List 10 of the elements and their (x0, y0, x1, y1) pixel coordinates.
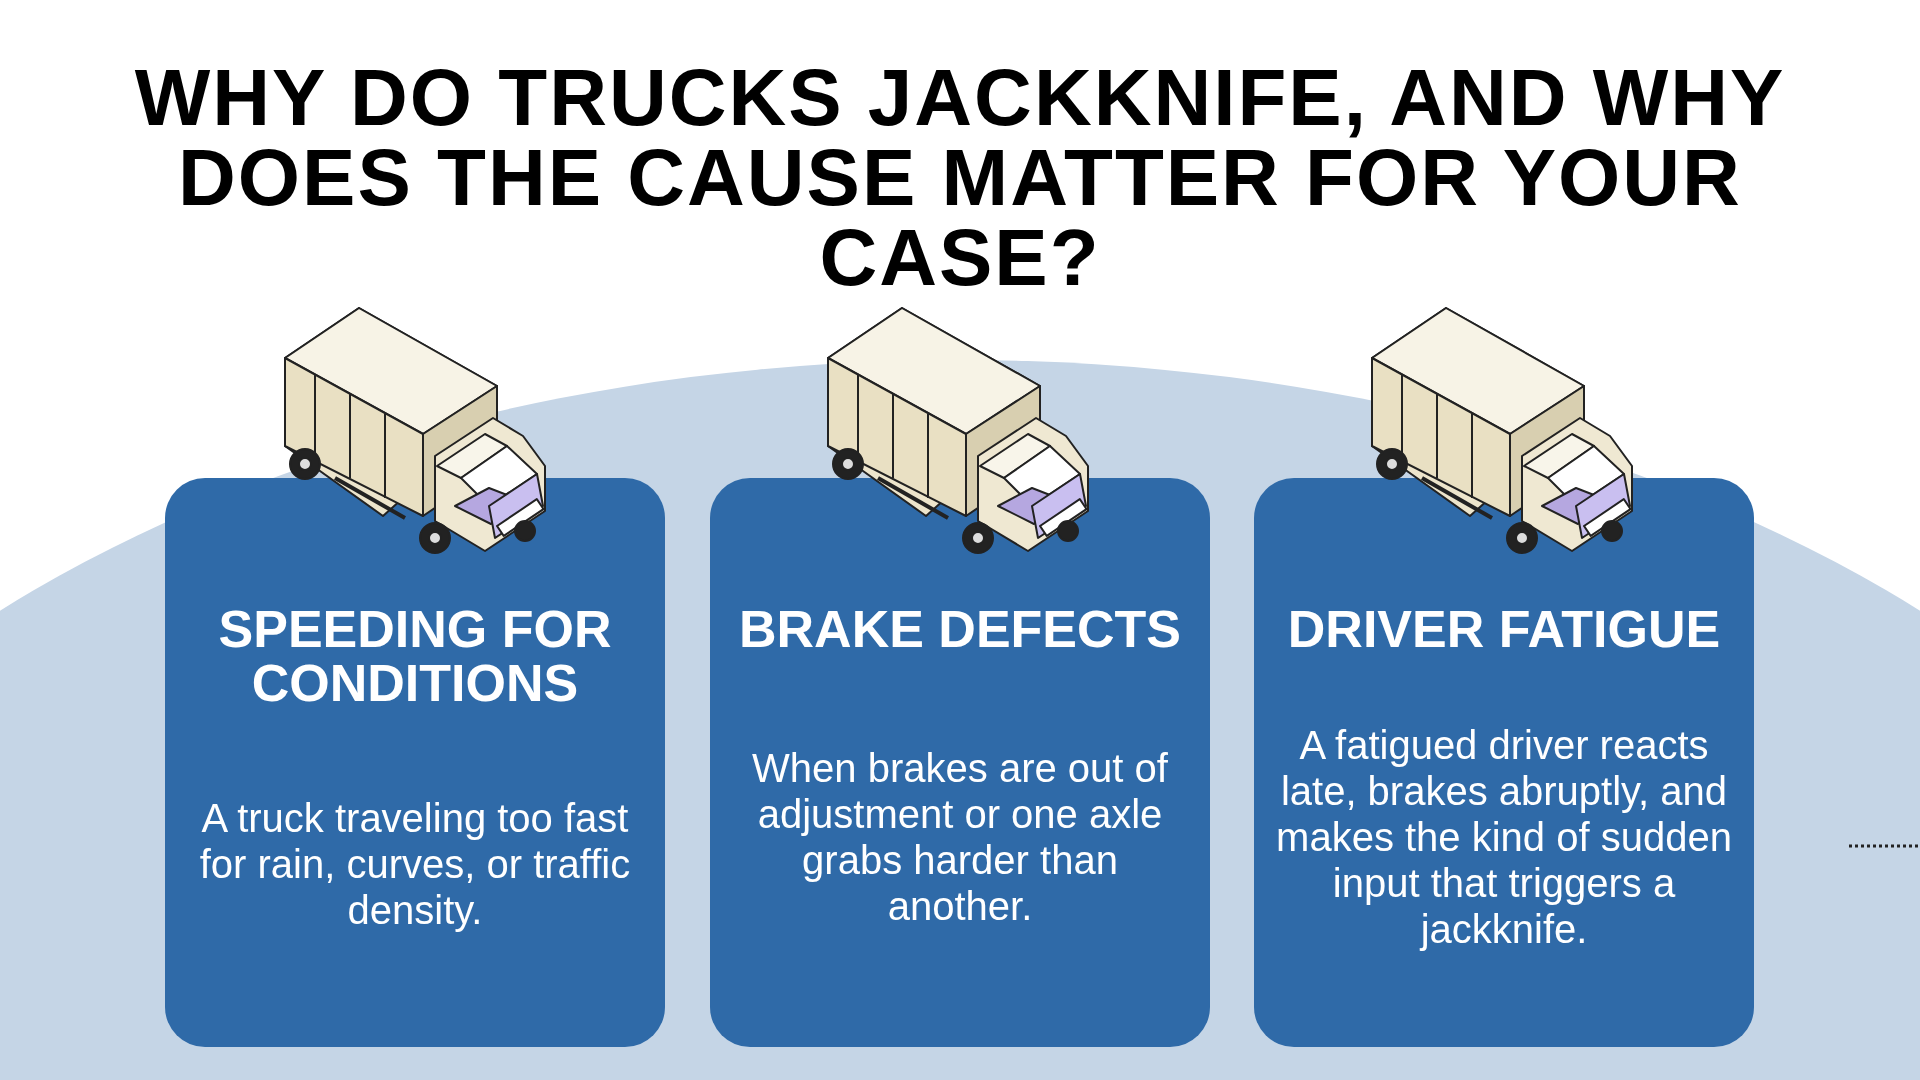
cause-card (1254, 478, 1754, 1047)
title: WHY DO TRUCKS JACKKNIFE, AND WHY DOES THE CAUSE MATTER FOR YOUR CASE? (133, 58, 1787, 298)
cause-card (165, 478, 665, 1047)
card-description: When brakes are out of adjustment or one axle grabs harder than another. (751, 744, 1169, 929)
card-heading: DRIVER FATIGUE (1287, 602, 1721, 656)
card-description: A truck traveling too fast for rain, curves, or traffic density. (198, 794, 632, 933)
cause-card (710, 478, 1210, 1047)
card-heading: SPEEDING FOR CONDITIONS (217, 602, 613, 710)
card-description: A fatigued driver reacts late, brakes abruptly, and makes the kind of sudden input that triggers a jackknife. (1276, 721, 1732, 952)
card-heading: BRAKE DEFECTS (739, 602, 1181, 656)
